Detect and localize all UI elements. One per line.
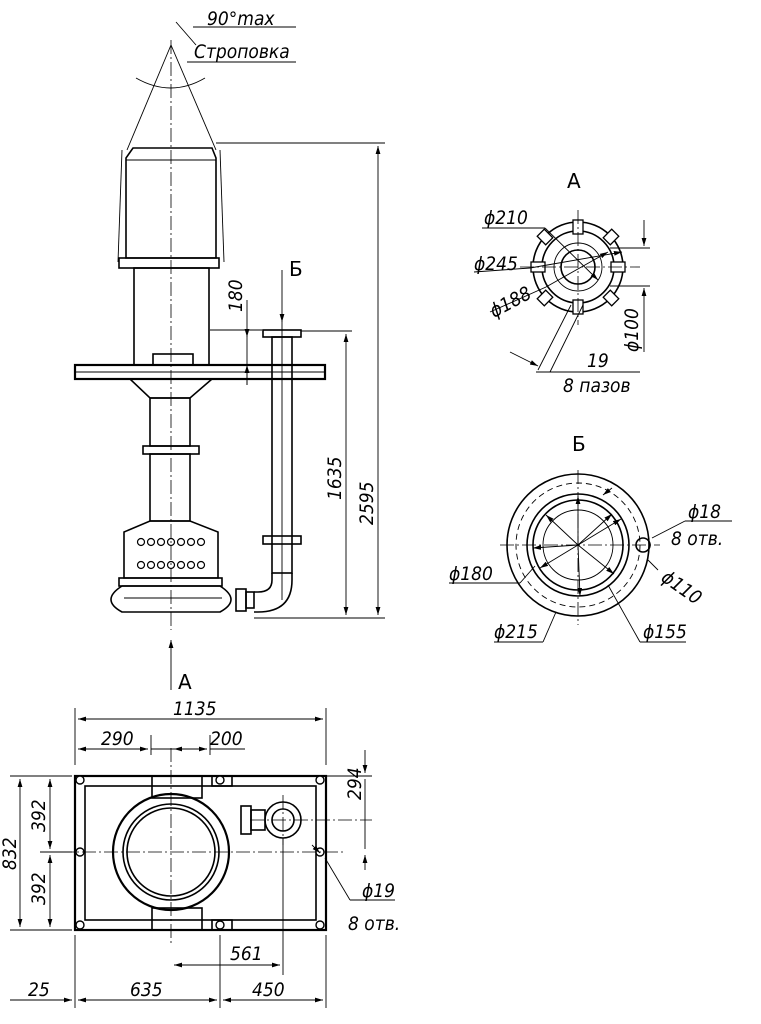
b-holes: 8 отв. xyxy=(671,528,723,550)
a-slot-width: 19 xyxy=(587,350,609,372)
column-tube xyxy=(133,267,210,366)
dim-1635: 1635 xyxy=(324,457,346,501)
sling-label: Строповка xyxy=(194,41,290,63)
plan-1135: 1135 xyxy=(173,698,217,720)
plan-635: 635 xyxy=(130,979,163,1001)
b-d180: ϕ180 xyxy=(449,563,493,585)
a-slot-count: 8 пазов xyxy=(563,375,631,397)
plan-290: 290 xyxy=(101,728,134,750)
view-b: Б ϕ18 8 отв. ϕ180 xyxy=(449,432,732,643)
lower-column xyxy=(127,378,215,522)
view-a: А ϕ210 ϕ245 ϕ188 xyxy=(473,169,650,397)
plan-561: 561 xyxy=(230,943,263,965)
dim-180: 180 xyxy=(225,279,247,312)
b-d215: ϕ215 xyxy=(494,621,538,643)
plan-200: 200 xyxy=(210,728,243,750)
angle-label: 90°max xyxy=(207,8,275,30)
dim-2595: 2595 xyxy=(356,482,378,526)
pump-casing xyxy=(110,520,255,613)
b-d18: ϕ18 xyxy=(688,501,721,523)
sling-lines xyxy=(126,21,296,151)
plan-392a: 392 xyxy=(28,799,50,832)
discharge-pipe xyxy=(254,320,302,613)
front-dimensions xyxy=(168,142,385,690)
plan-holes: 8 отв. xyxy=(348,913,400,935)
front-view: 90°max Строповка xyxy=(73,8,385,694)
plan-view: 1135 290 200 832 392 392 294 ϕ19 8 отв. … xyxy=(0,698,400,1008)
a-d245: ϕ245 xyxy=(474,253,518,275)
plan-832: 832 xyxy=(0,837,21,870)
arrow-a-label: А xyxy=(178,670,192,694)
plan-25: 25 xyxy=(28,979,50,1001)
view-b-title: Б xyxy=(572,432,586,456)
a-d100: ϕ100 xyxy=(621,308,643,352)
plan-d19: ϕ19 xyxy=(362,880,395,902)
b-d110: ϕ110 xyxy=(657,566,706,609)
plan-294: 294 xyxy=(344,767,366,800)
b-d155: ϕ155 xyxy=(643,621,687,643)
arrow-b-label: Б xyxy=(289,257,303,281)
plan-392b: 392 xyxy=(28,872,50,905)
view-a-title: А xyxy=(567,169,581,193)
a-d210: ϕ210 xyxy=(484,207,528,229)
plan-450: 450 xyxy=(252,979,285,1001)
a-d188: ϕ188 xyxy=(486,282,535,322)
mounting-plate xyxy=(73,363,327,381)
